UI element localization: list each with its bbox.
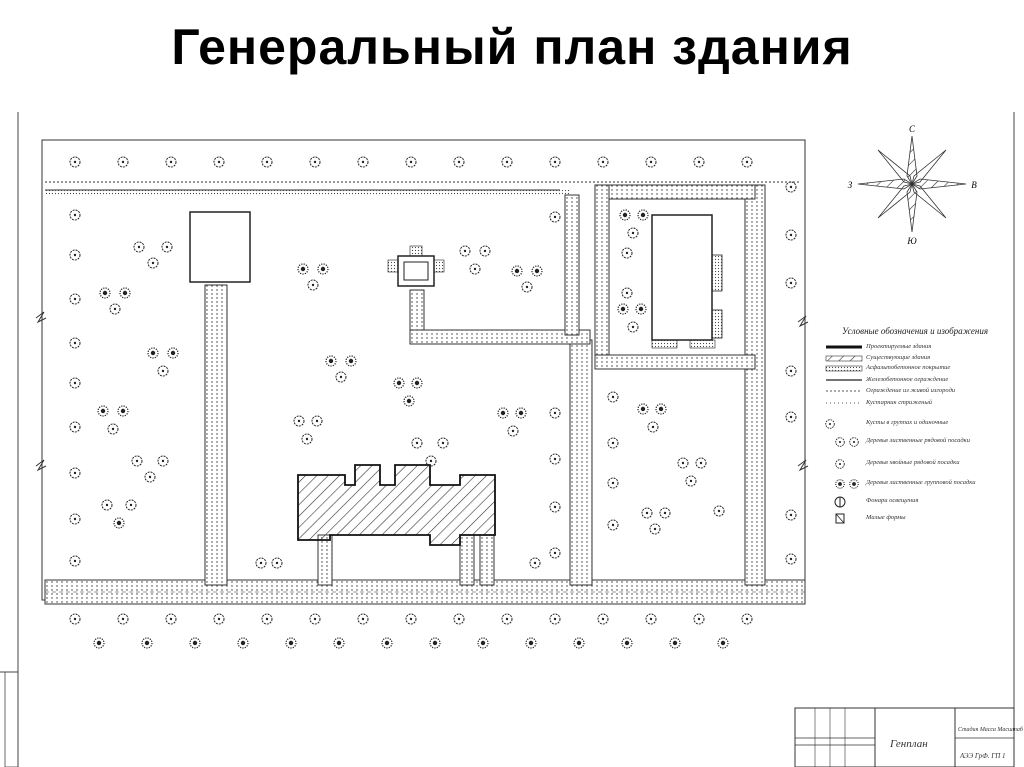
legend-item: Асфальтобетонное покрытие [866, 364, 951, 371]
legend-item: Деревья хвойные рядовой посадки [866, 459, 960, 466]
stamp-code: АЭЭ ГрФ. ГП 1 [960, 752, 1006, 760]
legend-heading: Условные обозначения и изображения [842, 326, 989, 336]
compass-rose-icon: С Ю З В [848, 124, 977, 246]
compass-west-label: З [848, 180, 853, 190]
page-title: Генеральный план здания [171, 19, 853, 75]
legend-item: Кустарник стриженый [866, 399, 933, 406]
legend-item: Кусты в группах и одиночные [866, 419, 949, 426]
stamp-columns: Стадия Масса Масштаб [958, 727, 1023, 733]
legend-item: Малые формы [866, 514, 906, 521]
legend-item: Железобетонное ограждение [866, 376, 949, 383]
compass-east-label: В [971, 180, 977, 190]
legend-item: Фонари освещения [866, 497, 919, 504]
compass-north-label: С [909, 124, 916, 134]
sheet-name: Генплан [890, 738, 928, 750]
legend-item: Деревья лиственные рядовой посадки [866, 437, 970, 444]
title-block [794, 707, 1015, 767]
compass-south-label: Ю [906, 236, 917, 246]
legend-symbols [825, 345, 863, 524]
legend-item: Ограждение из живой изгороди [866, 387, 956, 394]
legend-item: Проектируемые здания [866, 343, 932, 350]
legend-item: Деревья лиственные групповой посадки [866, 479, 976, 486]
legend-item: Существующие здания [866, 354, 931, 361]
